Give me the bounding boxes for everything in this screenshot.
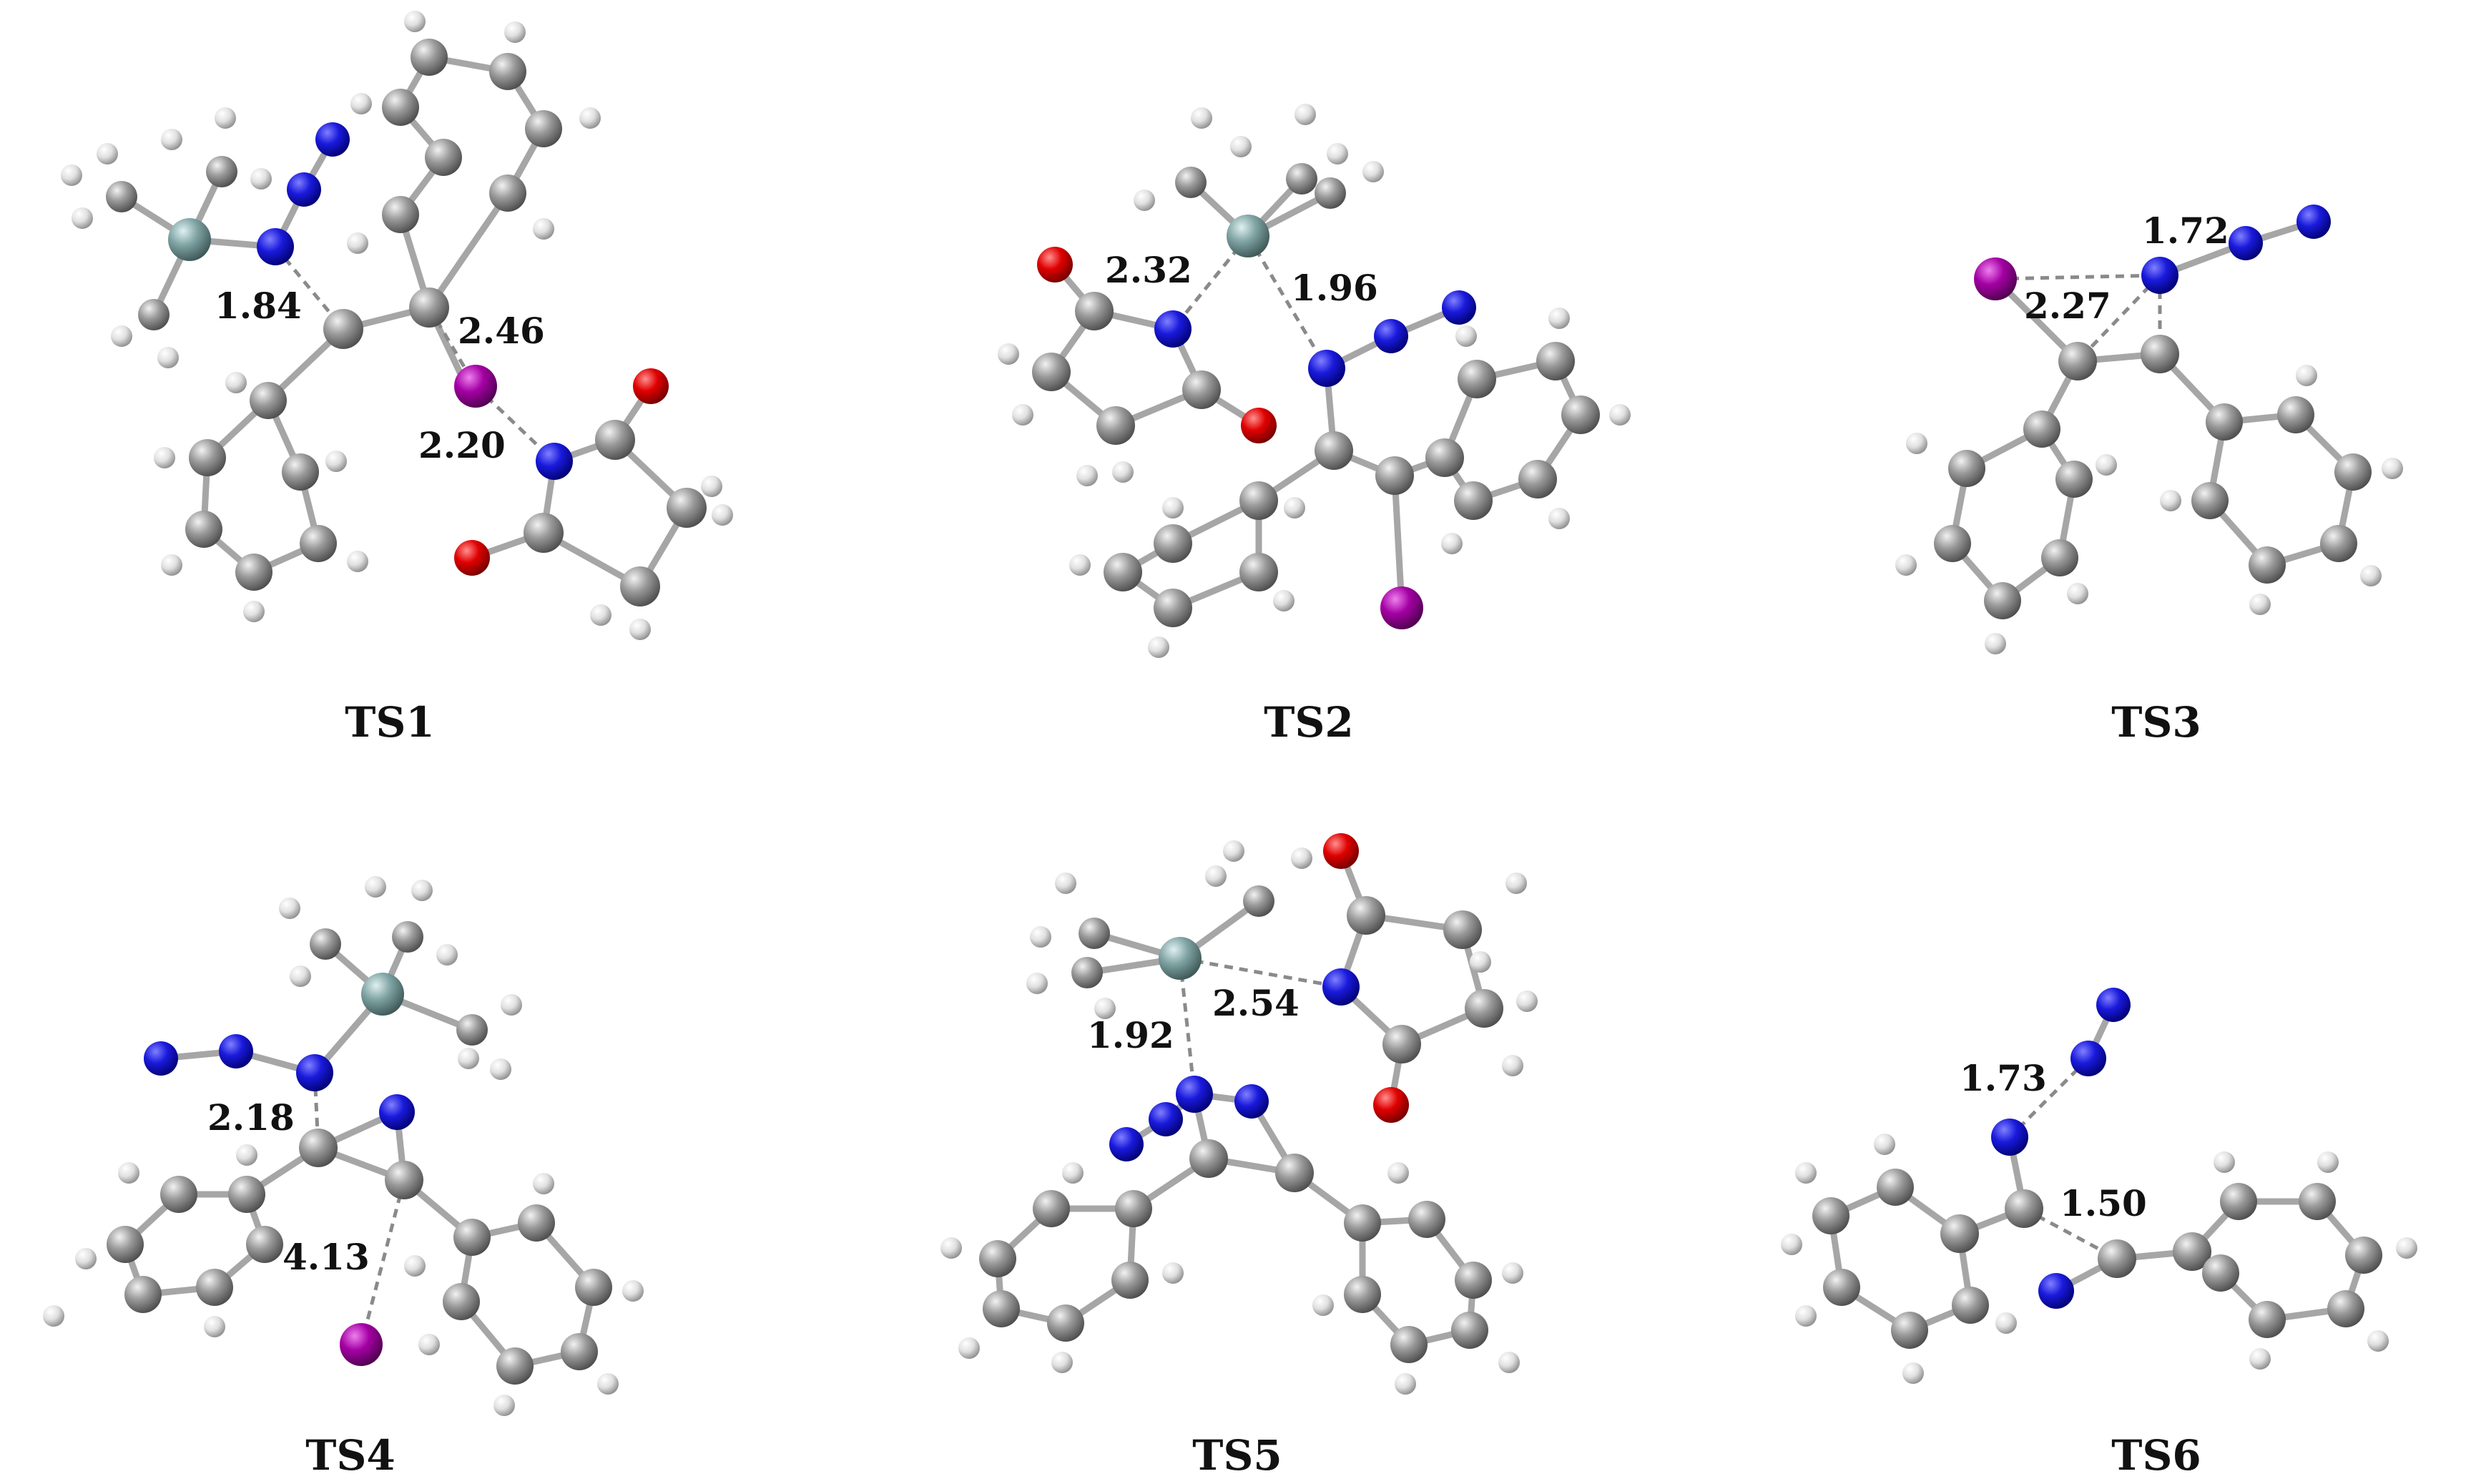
structure-ts3: 1.72 2.27 TS3 <box>1895 205 2403 747</box>
ts4-distance-n-c: 2.18 <box>207 1096 295 1139</box>
ts2-distance-si-n-azide: 1.96 <box>1291 267 1378 309</box>
structure-ts5: 1.92 2.54 TS5 <box>940 833 1538 1480</box>
ts3-distance-c-i: 2.27 <box>2024 285 2111 327</box>
structure-ts6: 1.73 1.50 TS6 <box>1781 988 2417 1480</box>
ts2-distance-si-n-imide: 2.32 <box>1105 249 1192 291</box>
structure-ts2: 2.32 1.96 TS2 <box>998 104 1631 747</box>
ts5-distance-si-n-azide: 1.92 <box>1087 1014 1174 1056</box>
ts1-distance-i-n: 2.20 <box>418 424 506 466</box>
ts5-caption: TS5 <box>1192 1431 1282 1480</box>
ts4-distance-c-i: 4.13 <box>283 1236 370 1278</box>
ts2-atoms <box>998 104 1631 658</box>
ts2-bonds <box>1048 175 1584 611</box>
ts5-atoms <box>940 833 1538 1395</box>
ts6-caption: TS6 <box>2111 1431 2201 1480</box>
ts4-atoms <box>43 876 644 1416</box>
ts1-distance-c-i: 2.46 <box>458 310 545 352</box>
structure-ts4: 2.18 4.13 TS4 <box>43 876 644 1480</box>
ts5-dashed-bonds <box>1178 956 1342 1095</box>
ts6-distance-n-n: 1.73 <box>1960 1057 2047 1099</box>
ts3-caption: TS3 <box>2111 698 2201 747</box>
ts1-bonds <box>118 54 690 590</box>
ts6-distance-c-c: 1.50 <box>2060 1182 2147 1224</box>
ts1-distance-si-n: 1.84 <box>215 285 302 327</box>
ts4-bonds <box>122 933 597 1370</box>
ts1-atoms <box>61 11 733 640</box>
ts1-caption: TS1 <box>345 698 434 747</box>
structure-ts1: 1.84 2.46 2.20 TS1 <box>61 11 733 747</box>
ts2-caption: TS2 <box>1264 698 1353 747</box>
ts3-atoms <box>1895 205 2403 654</box>
ts6-atoms <box>1781 988 2417 1384</box>
ts4-caption: TS4 <box>305 1431 395 1480</box>
ts3-distance-n-n: 1.72 <box>2142 210 2229 252</box>
ts5-distance-si-n-imide: 2.54 <box>1212 982 1300 1024</box>
